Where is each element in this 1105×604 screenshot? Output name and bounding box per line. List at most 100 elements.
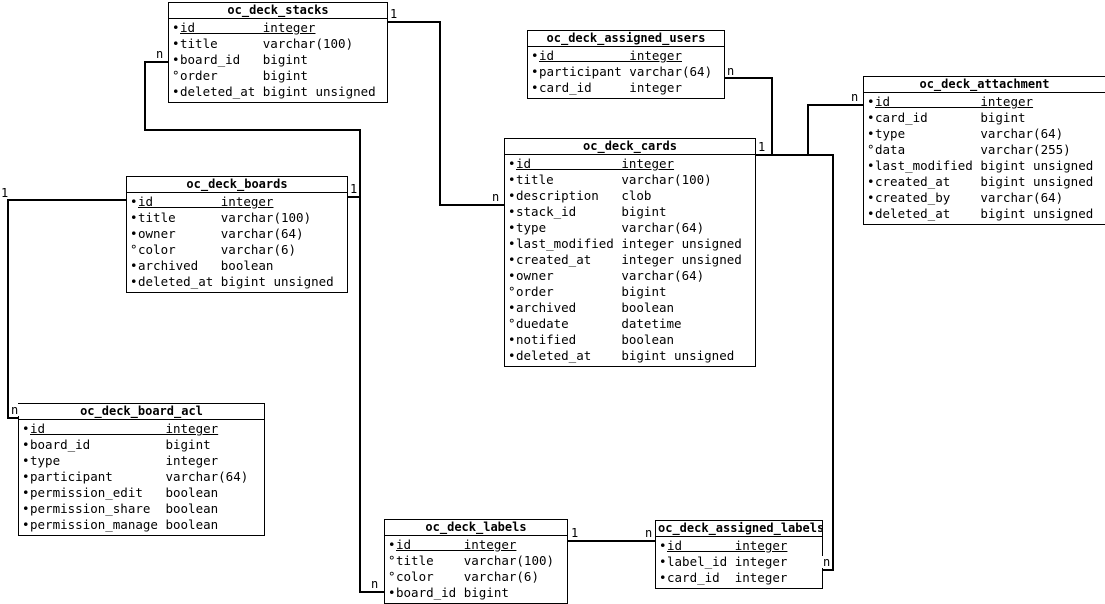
- entity-oc_deck_assigned_users: oc_deck_assigned_users•id integer•partic…: [527, 30, 725, 99]
- cardinality-label: 1: [570, 526, 580, 540]
- column-row: •last_modified bigint unsigned: [867, 158, 1102, 174]
- column-def: board_id bigint: [180, 52, 308, 67]
- column-row: •card_id integer: [659, 570, 819, 586]
- required-column-icon: •: [130, 226, 138, 241]
- required-column-icon: •: [508, 300, 516, 315]
- column-row: •id integer: [867, 94, 1102, 110]
- required-column-icon: •: [130, 194, 138, 209]
- column-def-primary-key: id integer: [180, 20, 316, 35]
- column-def: title varchar(100): [180, 36, 354, 51]
- cardinality-label: n: [726, 64, 736, 78]
- column-def: type integer: [30, 453, 219, 468]
- column-def: order bigint: [180, 68, 308, 83]
- column-def: deleted_at bigint unsigned: [180, 84, 376, 99]
- column-def: board_id bigint: [30, 437, 211, 452]
- column-row: •title varchar(100): [172, 36, 384, 52]
- column-def: created_at integer unsigned: [516, 252, 742, 267]
- column-def-primary-key: id integer: [30, 421, 219, 436]
- required-column-icon: •: [508, 204, 516, 219]
- column-def: last_modified bigint unsigned: [875, 158, 1094, 173]
- column-def: type varchar(64): [516, 220, 705, 235]
- entity-columns: •id integer•title varchar(100)•owner var…: [127, 193, 347, 292]
- column-row: •archived boolean: [508, 300, 752, 316]
- column-row: •archived boolean: [130, 258, 344, 274]
- cardinality-label: 1: [349, 182, 359, 196]
- column-row: •board_id bigint: [22, 437, 261, 453]
- entity-oc_deck_assigned_labels: oc_deck_assigned_labels•id integer•label…: [655, 520, 823, 589]
- entity-title: oc_deck_board_acl: [19, 404, 264, 420]
- column-def: owner varchar(64): [516, 268, 705, 283]
- column-def: title varchar(100): [396, 553, 555, 568]
- cardinality-label: n: [822, 555, 832, 569]
- column-row: •id integer: [172, 20, 384, 36]
- column-row: •description clob: [508, 188, 752, 204]
- cardinality-label: n: [850, 90, 860, 104]
- required-column-icon: •: [659, 538, 667, 553]
- required-column-icon: •: [130, 258, 138, 273]
- column-def: card_id bigint: [875, 110, 1026, 125]
- entity-title: oc_deck_stacks: [169, 3, 387, 19]
- relationship-cards-to-assigned-labels: [754, 154, 834, 571]
- required-column-icon: •: [172, 84, 180, 99]
- required-column-icon: •: [22, 469, 30, 484]
- column-def: card_id integer: [667, 570, 788, 585]
- required-column-icon: •: [867, 110, 875, 125]
- column-row: •id integer: [659, 538, 819, 554]
- column-def: deleted_at bigint unsigned: [516, 348, 735, 363]
- required-column-icon: •: [508, 188, 516, 203]
- column-row: °title varchar(100): [388, 553, 564, 569]
- column-row: •deleted_at bigint unsigned: [867, 206, 1102, 222]
- required-column-icon: •: [172, 52, 180, 67]
- column-def: title varchar(100): [138, 210, 312, 225]
- entity-title: oc_deck_assigned_users: [528, 31, 724, 47]
- column-row: •type varchar(64): [867, 126, 1102, 142]
- entity-columns: •id integer•participant varchar(64)•card…: [528, 47, 724, 98]
- required-column-icon: •: [508, 156, 516, 171]
- column-row: •label_id integer: [659, 554, 819, 570]
- column-def: archived boolean: [516, 300, 675, 315]
- required-column-icon: •: [130, 274, 138, 289]
- entity-title: oc_deck_boards: [127, 177, 347, 193]
- required-column-icon: •: [22, 517, 30, 532]
- required-column-icon: •: [508, 268, 516, 283]
- column-row: •permission_share boolean: [22, 501, 261, 517]
- column-def: permission_manage boolean: [30, 517, 219, 532]
- required-column-icon: •: [508, 348, 516, 363]
- column-row: •permission_edit boolean: [22, 485, 261, 501]
- entity-oc_deck_attachment: oc_deck_attachment•id integer•card_id bi…: [863, 76, 1105, 225]
- column-row: •notified boolean: [508, 332, 752, 348]
- column-def: color varchar(6): [138, 242, 297, 257]
- column-def: data varchar(255): [875, 142, 1071, 157]
- nullable-column-icon: °: [388, 553, 396, 568]
- column-row: •created_at integer unsigned: [508, 252, 752, 268]
- cardinality-label: n: [10, 403, 20, 417]
- required-column-icon: •: [659, 554, 667, 569]
- required-column-icon: •: [867, 158, 875, 173]
- nullable-column-icon: °: [388, 569, 396, 584]
- required-column-icon: •: [659, 570, 667, 585]
- column-def-primary-key: id integer: [516, 156, 675, 171]
- entity-columns: •id integer•title varchar(100)•board_id …: [169, 19, 387, 102]
- column-row: •stack_id bigint: [508, 204, 752, 220]
- column-row: •type integer: [22, 453, 261, 469]
- required-column-icon: •: [22, 453, 30, 468]
- required-column-icon: •: [22, 501, 30, 516]
- entity-oc_deck_board_acl: oc_deck_board_acl•id integer•board_id bi…: [18, 403, 265, 536]
- cardinality-label: n: [155, 47, 165, 61]
- nullable-column-icon: °: [130, 242, 138, 257]
- column-row: •participant varchar(64): [22, 469, 261, 485]
- entity-oc_deck_stacks: oc_deck_stacks•id integer•title varchar(…: [168, 2, 388, 103]
- column-def: stack_id bigint: [516, 204, 667, 219]
- column-def: owner varchar(64): [138, 226, 304, 241]
- required-column-icon: •: [531, 64, 539, 79]
- column-def: notified boolean: [516, 332, 675, 347]
- column-def: permission_share boolean: [30, 501, 219, 516]
- column-def: created_at bigint unsigned: [875, 174, 1094, 189]
- column-def: color varchar(6): [396, 569, 539, 584]
- nullable-column-icon: °: [867, 142, 875, 157]
- required-column-icon: •: [22, 437, 30, 452]
- required-column-icon: •: [388, 585, 396, 600]
- entity-columns: •id integer•title varchar(100)•descripti…: [505, 155, 755, 366]
- entity-title: oc_deck_labels: [385, 520, 567, 536]
- required-column-icon: •: [508, 332, 516, 347]
